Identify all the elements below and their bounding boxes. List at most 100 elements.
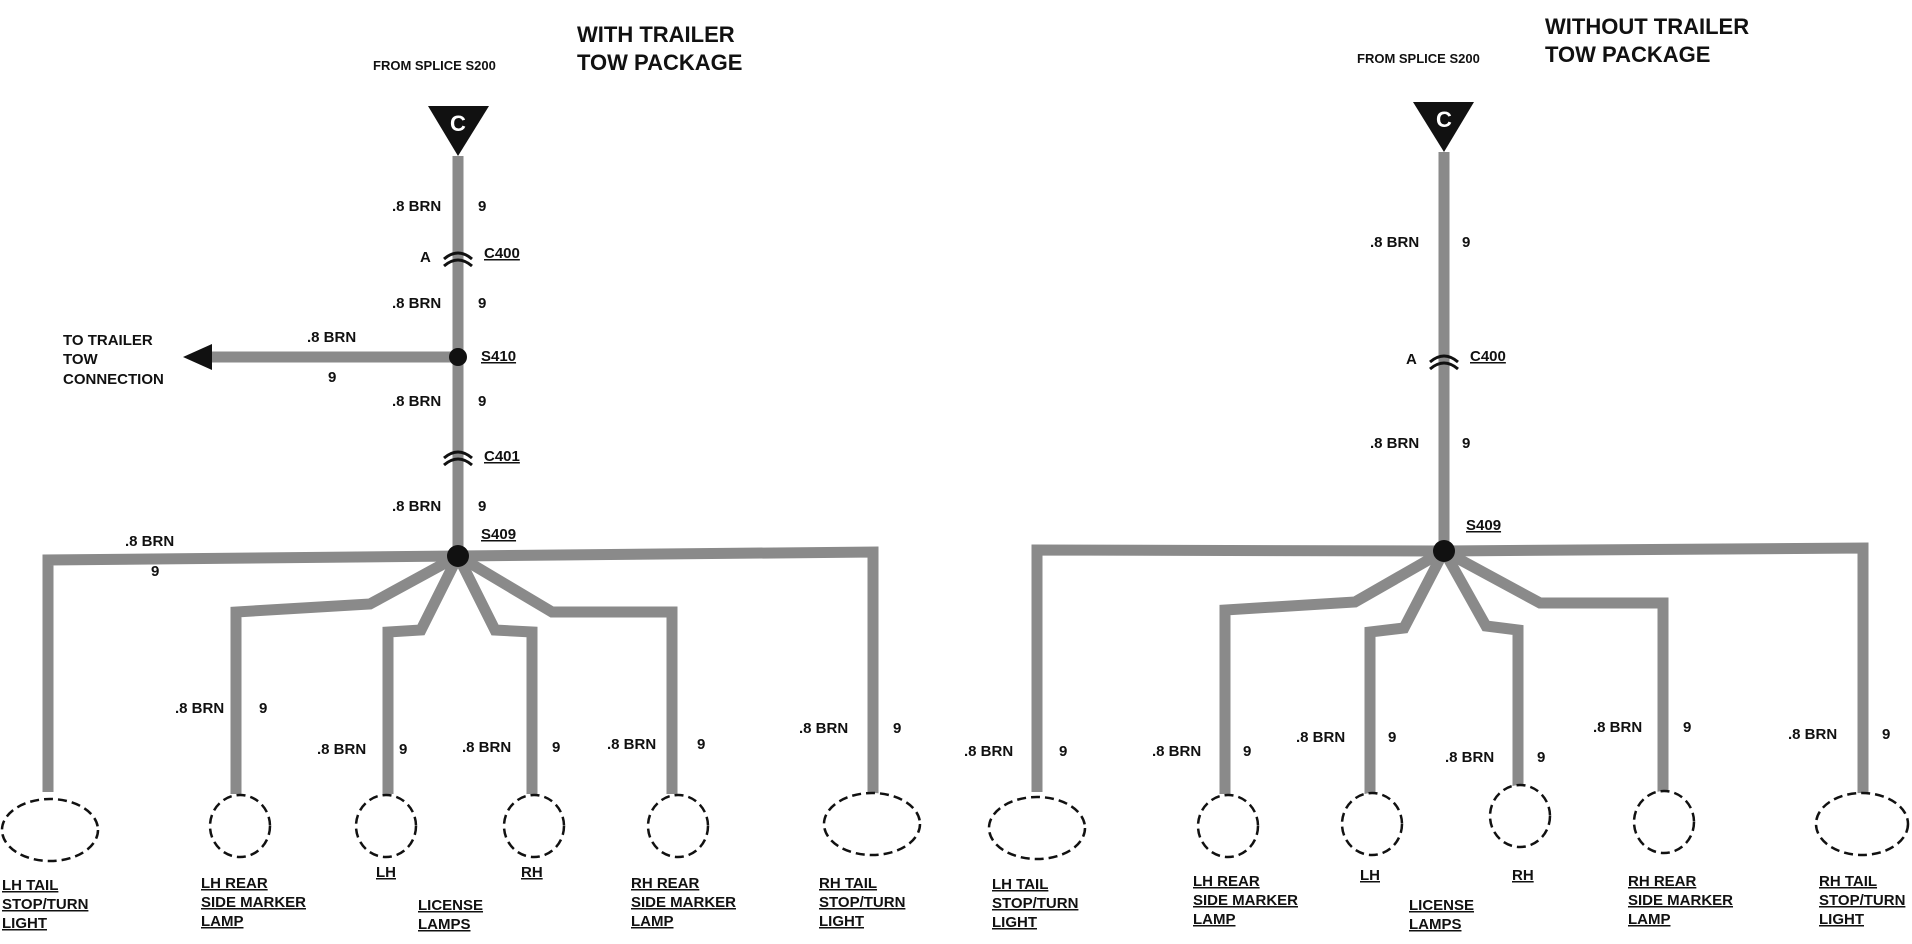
wire-label: .8 BRN <box>317 741 366 758</box>
connector-c400 <box>443 251 473 268</box>
lamp-label-line1: LH REAR <box>1193 873 1260 890</box>
lamp-label-line1: LH <box>376 864 396 881</box>
panel-with-trailer: WITH TRAILER TOW PACKAGE FROM SPLICE S20… <box>0 22 922 933</box>
rh-side-marker-lamp-icon <box>646 793 710 859</box>
lamp-label-line1: RH TAIL <box>1819 873 1877 890</box>
wire-label: .8 BRN <box>1370 234 1419 251</box>
branch-rh-side-marker-wire <box>1441 546 1669 794</box>
circuit-label: 9 <box>399 741 407 758</box>
lh-side-marker-lamp-icon <box>208 793 272 859</box>
circuit-label: 9 <box>259 700 267 717</box>
connector-c400-pin: A <box>1406 351 1417 368</box>
circuit-label: 9 <box>1059 743 1067 760</box>
panel-title-line1: WITH TRAILER <box>577 22 735 47</box>
circuit-label: 9 <box>478 498 486 515</box>
wire-label: .8 BRN <box>175 700 224 717</box>
lamp-label-line2: STOP/TURN <box>2 896 88 913</box>
connector-c400 <box>1429 354 1459 371</box>
lamp-label-line1: LH <box>1360 867 1380 884</box>
connector-c400-label: C400 <box>1470 348 1506 365</box>
splice-s409-label: S409 <box>1466 517 1501 534</box>
lamp-label-line1: RH TAIL <box>819 875 877 892</box>
lamp-label-line1: RH <box>1512 867 1534 884</box>
circuit-label: 9 <box>552 739 560 756</box>
circuit-label: 9 <box>1537 749 1545 766</box>
trailer-dest-line1: TO TRAILER <box>63 332 153 349</box>
splice-s409-dot <box>447 545 469 567</box>
lamp-label-line3: LAMP <box>201 913 244 930</box>
lh-tail-lamp-icon <box>0 797 100 863</box>
trailer-arrow-icon <box>183 344 212 370</box>
branch-lh-side-marker-wire <box>230 551 461 794</box>
panel-title-line2: TOW PACKAGE <box>577 50 742 75</box>
circuit-label: 9 <box>478 393 486 410</box>
license-lamps-label-2: LAMPS <box>418 916 471 933</box>
from-splice-label: FROM SPLICE S200 <box>373 58 496 73</box>
splice-s409-label: S409 <box>481 526 516 543</box>
lamp-label-line1: LH REAR <box>201 875 268 892</box>
connector-c400-pin: A <box>420 249 431 266</box>
trailer-wire-label: .8 BRN <box>307 329 356 346</box>
circuit-label: 9 <box>697 736 705 753</box>
lamp-label-line3: LIGHT <box>992 914 1037 931</box>
splice-s410-label: S410 <box>481 348 516 365</box>
circuit-label: 9 <box>478 198 486 215</box>
wire-label: .8 BRN <box>392 295 441 312</box>
branch-rh-license-wire <box>453 553 538 794</box>
wire-label: .8 BRN <box>799 720 848 737</box>
branch-lh-license-wire <box>1364 548 1449 794</box>
lamp-label-line1: RH REAR <box>631 875 700 892</box>
lamp-label-line3: LIGHT <box>2 915 47 932</box>
wire-label: .8 BRN <box>964 743 1013 760</box>
wire-label: .8 BRN <box>1152 743 1201 760</box>
lamp-label-line2: STOP/TURN <box>1819 892 1905 909</box>
lh-side-marker-lamp-icon <box>1196 793 1260 859</box>
lamp-label-line3: LAMP <box>631 913 674 930</box>
wire-label: .8 BRN <box>392 198 441 215</box>
lamp-label-line2: STOP/TURN <box>992 895 1078 912</box>
lh-license-lamp-icon <box>1340 791 1404 857</box>
source-triangle-icon <box>428 106 489 156</box>
license-lamps-label-1: LICENSE <box>418 897 483 914</box>
connector-c400-label: C400 <box>484 245 520 262</box>
splice-s409-dot <box>1433 540 1455 562</box>
lamp-label-line1: LH TAIL <box>992 876 1048 893</box>
circuit-label: 9 <box>1462 435 1470 452</box>
wire-label: .8 BRN <box>1370 435 1419 452</box>
panel-title-line1: WITHOUT TRAILER <box>1545 14 1749 39</box>
circuit-label: 9 <box>1683 719 1691 736</box>
lamp-label-line2: SIDE MARKER <box>1628 892 1733 909</box>
rh-license-lamp-icon <box>502 793 566 859</box>
wire-label: .8 BRN <box>607 736 656 753</box>
rh-tail-lamp-icon <box>822 791 922 857</box>
wire-label: .8 BRN <box>462 739 511 756</box>
lamp-label-line2: SIDE MARKER <box>1193 892 1298 909</box>
lamp-label-line2: STOP/TURN <box>819 894 905 911</box>
lamp-label-line3: LAMP <box>1628 911 1671 928</box>
branch-lh-tail-wire <box>1031 544 1445 792</box>
trailer-circuit-label: 9 <box>328 369 336 386</box>
panel-without-trailer: WITHOUT TRAILER TOW PACKAGE FROM SPLICE … <box>964 14 1910 933</box>
wire-label: .8 BRN <box>1296 729 1345 746</box>
splice-s410-dot <box>449 348 467 366</box>
rh-license-lamp-icon <box>1488 783 1552 849</box>
circuit-label: 9 <box>893 720 901 737</box>
source-symbol: C <box>1436 107 1452 132</box>
from-splice-label: FROM SPLICE S200 <box>1357 51 1480 66</box>
trailer-dest-line2: TOW <box>63 351 99 368</box>
panel-title-line2: TOW PACKAGE <box>1545 42 1710 67</box>
branch-rh-tail-wire <box>1443 542 1869 794</box>
lamp-label-line1: RH <box>521 864 543 881</box>
wire-label: .8 BRN <box>392 393 441 410</box>
lh-tail-lamp-icon <box>987 795 1087 861</box>
lamp-label-line2: SIDE MARKER <box>631 894 736 911</box>
branch-lh-tail-wire <box>42 550 459 792</box>
circuit-label: 9 <box>1388 729 1396 746</box>
wire-label: .8 BRN <box>125 533 174 550</box>
lamp-label-line3: LIGHT <box>819 913 864 930</box>
lamp-label-line2: SIDE MARKER <box>201 894 306 911</box>
branch-rh-tail-wire <box>457 546 879 794</box>
connector-c401 <box>443 450 473 467</box>
rh-side-marker-lamp-icon <box>1632 789 1696 855</box>
